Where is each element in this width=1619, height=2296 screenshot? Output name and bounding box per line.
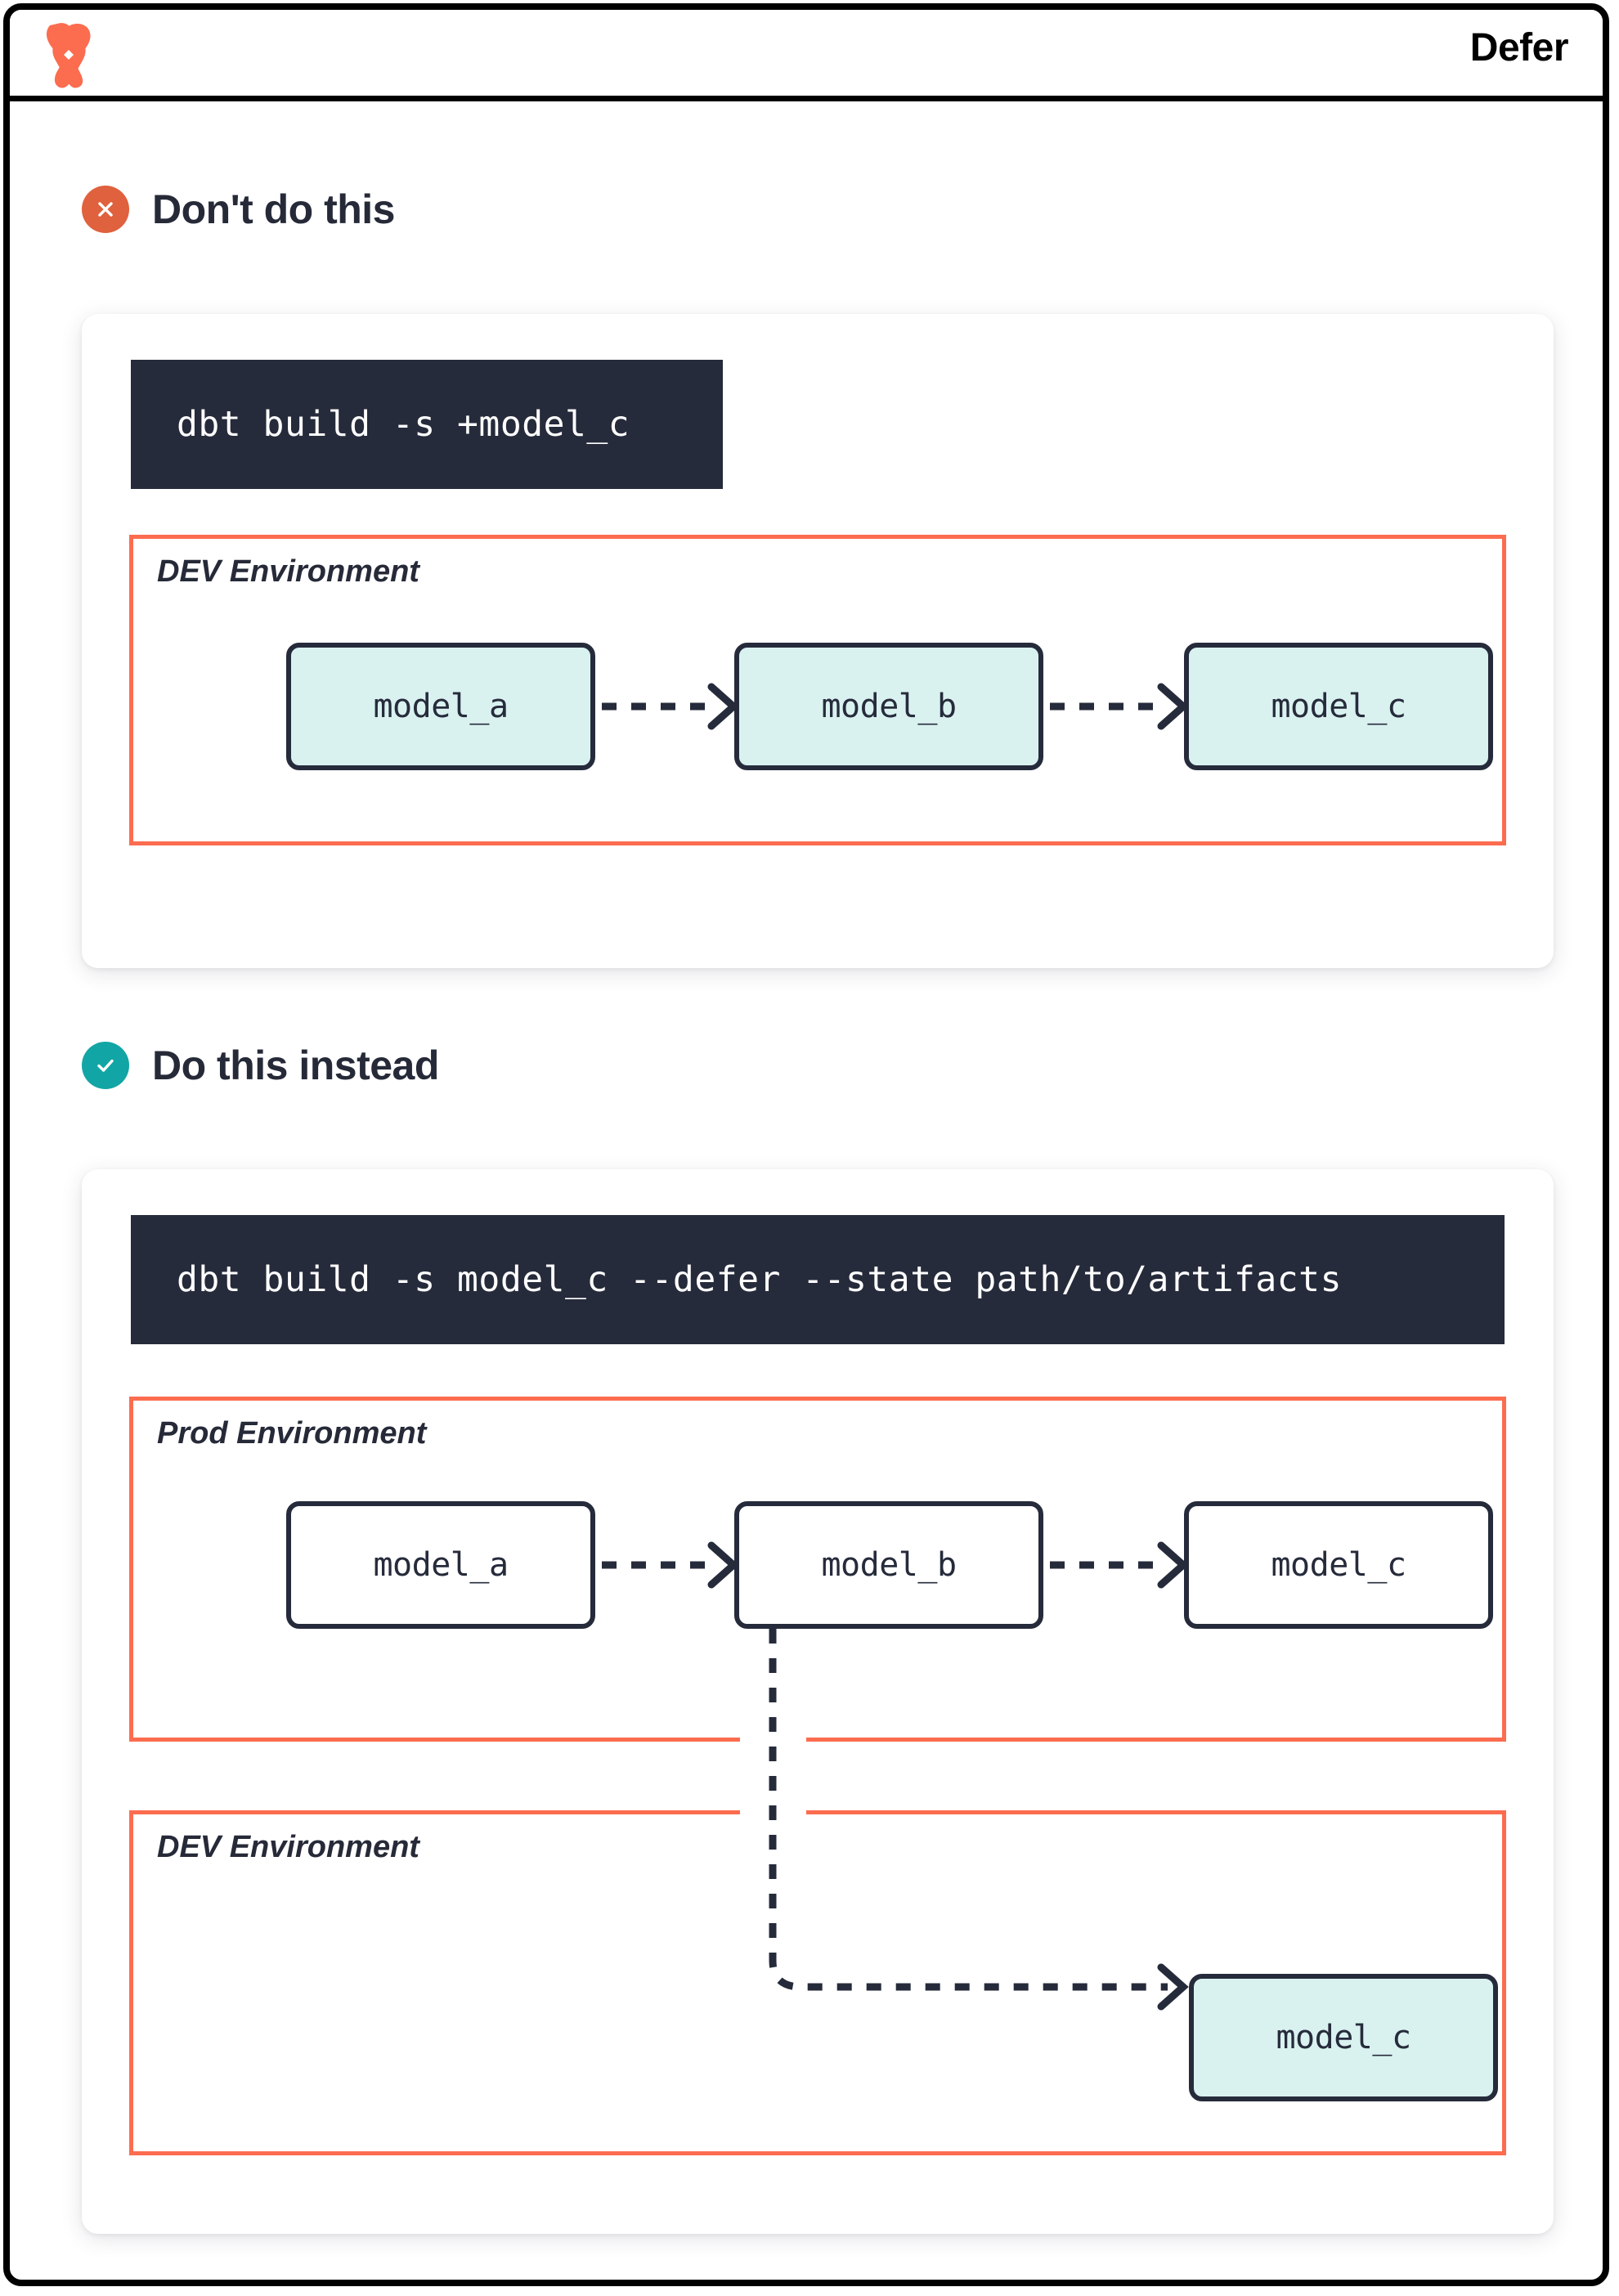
dbt-logo-icon xyxy=(40,20,97,89)
environment-label-prod: Prod Environment xyxy=(157,1416,427,1451)
card-dont-do-this: dbt build -s +model_c DEV Environment mo… xyxy=(82,314,1554,968)
screenshot-frame: Defer Don't do this dbt build -s +model_… xyxy=(3,3,1609,2286)
environment-box-dev-1: DEV Environment model_a model_b model_c xyxy=(129,535,1506,845)
environment-label-dev-2: DEV Environment xyxy=(157,1830,419,1864)
model-node-a[interactable]: model_a xyxy=(286,643,595,770)
page-title: Defer xyxy=(1469,26,1569,70)
environment-label-dev-1: DEV Environment xyxy=(157,554,419,589)
model-node-c[interactable]: model_c xyxy=(1184,643,1493,770)
card-do-this-instead: dbt build -s model_c --defer --state pat… xyxy=(82,1169,1554,2234)
env-border-right xyxy=(1502,1397,1506,1742)
env-border-bottom xyxy=(129,2151,1506,2155)
env-border-right xyxy=(1502,535,1506,845)
env-border-bottom xyxy=(129,841,1506,845)
model-node-prod-b[interactable]: model_b xyxy=(734,1501,1043,1629)
env-border-top xyxy=(129,1397,1506,1401)
section-header-dont-do-this: Don't do this xyxy=(82,186,396,233)
model-node-b[interactable]: model_b xyxy=(734,643,1043,770)
command-block-do-this-instead: dbt build -s model_c --defer --state pat… xyxy=(131,1215,1505,1344)
env-border-left xyxy=(129,535,133,845)
environment-box-dev-2: DEV Environment model_c xyxy=(129,1810,1506,2155)
environment-box-prod: Prod Environment model_a model_b model_c xyxy=(129,1397,1506,1742)
env-border-bottom-right xyxy=(806,1738,1506,1742)
check-circle-icon xyxy=(82,1042,129,1089)
section-header-do-this-instead: Do this instead xyxy=(82,1042,439,1089)
x-circle-icon xyxy=(82,186,129,233)
page-header: Defer xyxy=(10,10,1603,101)
env-border-bottom-left xyxy=(129,1738,740,1742)
model-node-prod-c[interactable]: model_c xyxy=(1184,1501,1493,1629)
env-border-top-left xyxy=(129,1810,740,1814)
env-border-left xyxy=(129,1810,133,2155)
section-title-dont-do-this: Don't do this xyxy=(152,186,396,232)
model-node-prod-a[interactable]: model_a xyxy=(286,1501,595,1629)
section-title-do-this-instead: Do this instead xyxy=(152,1043,439,1088)
env-border-top-right xyxy=(806,1810,1506,1814)
env-border-left xyxy=(129,1397,133,1742)
env-border-top xyxy=(129,535,1506,539)
model-node-dev-c[interactable]: model_c xyxy=(1189,1974,1498,2101)
command-block-dont-do-this: dbt build -s +model_c xyxy=(131,360,723,489)
env-border-right xyxy=(1502,1810,1506,2155)
